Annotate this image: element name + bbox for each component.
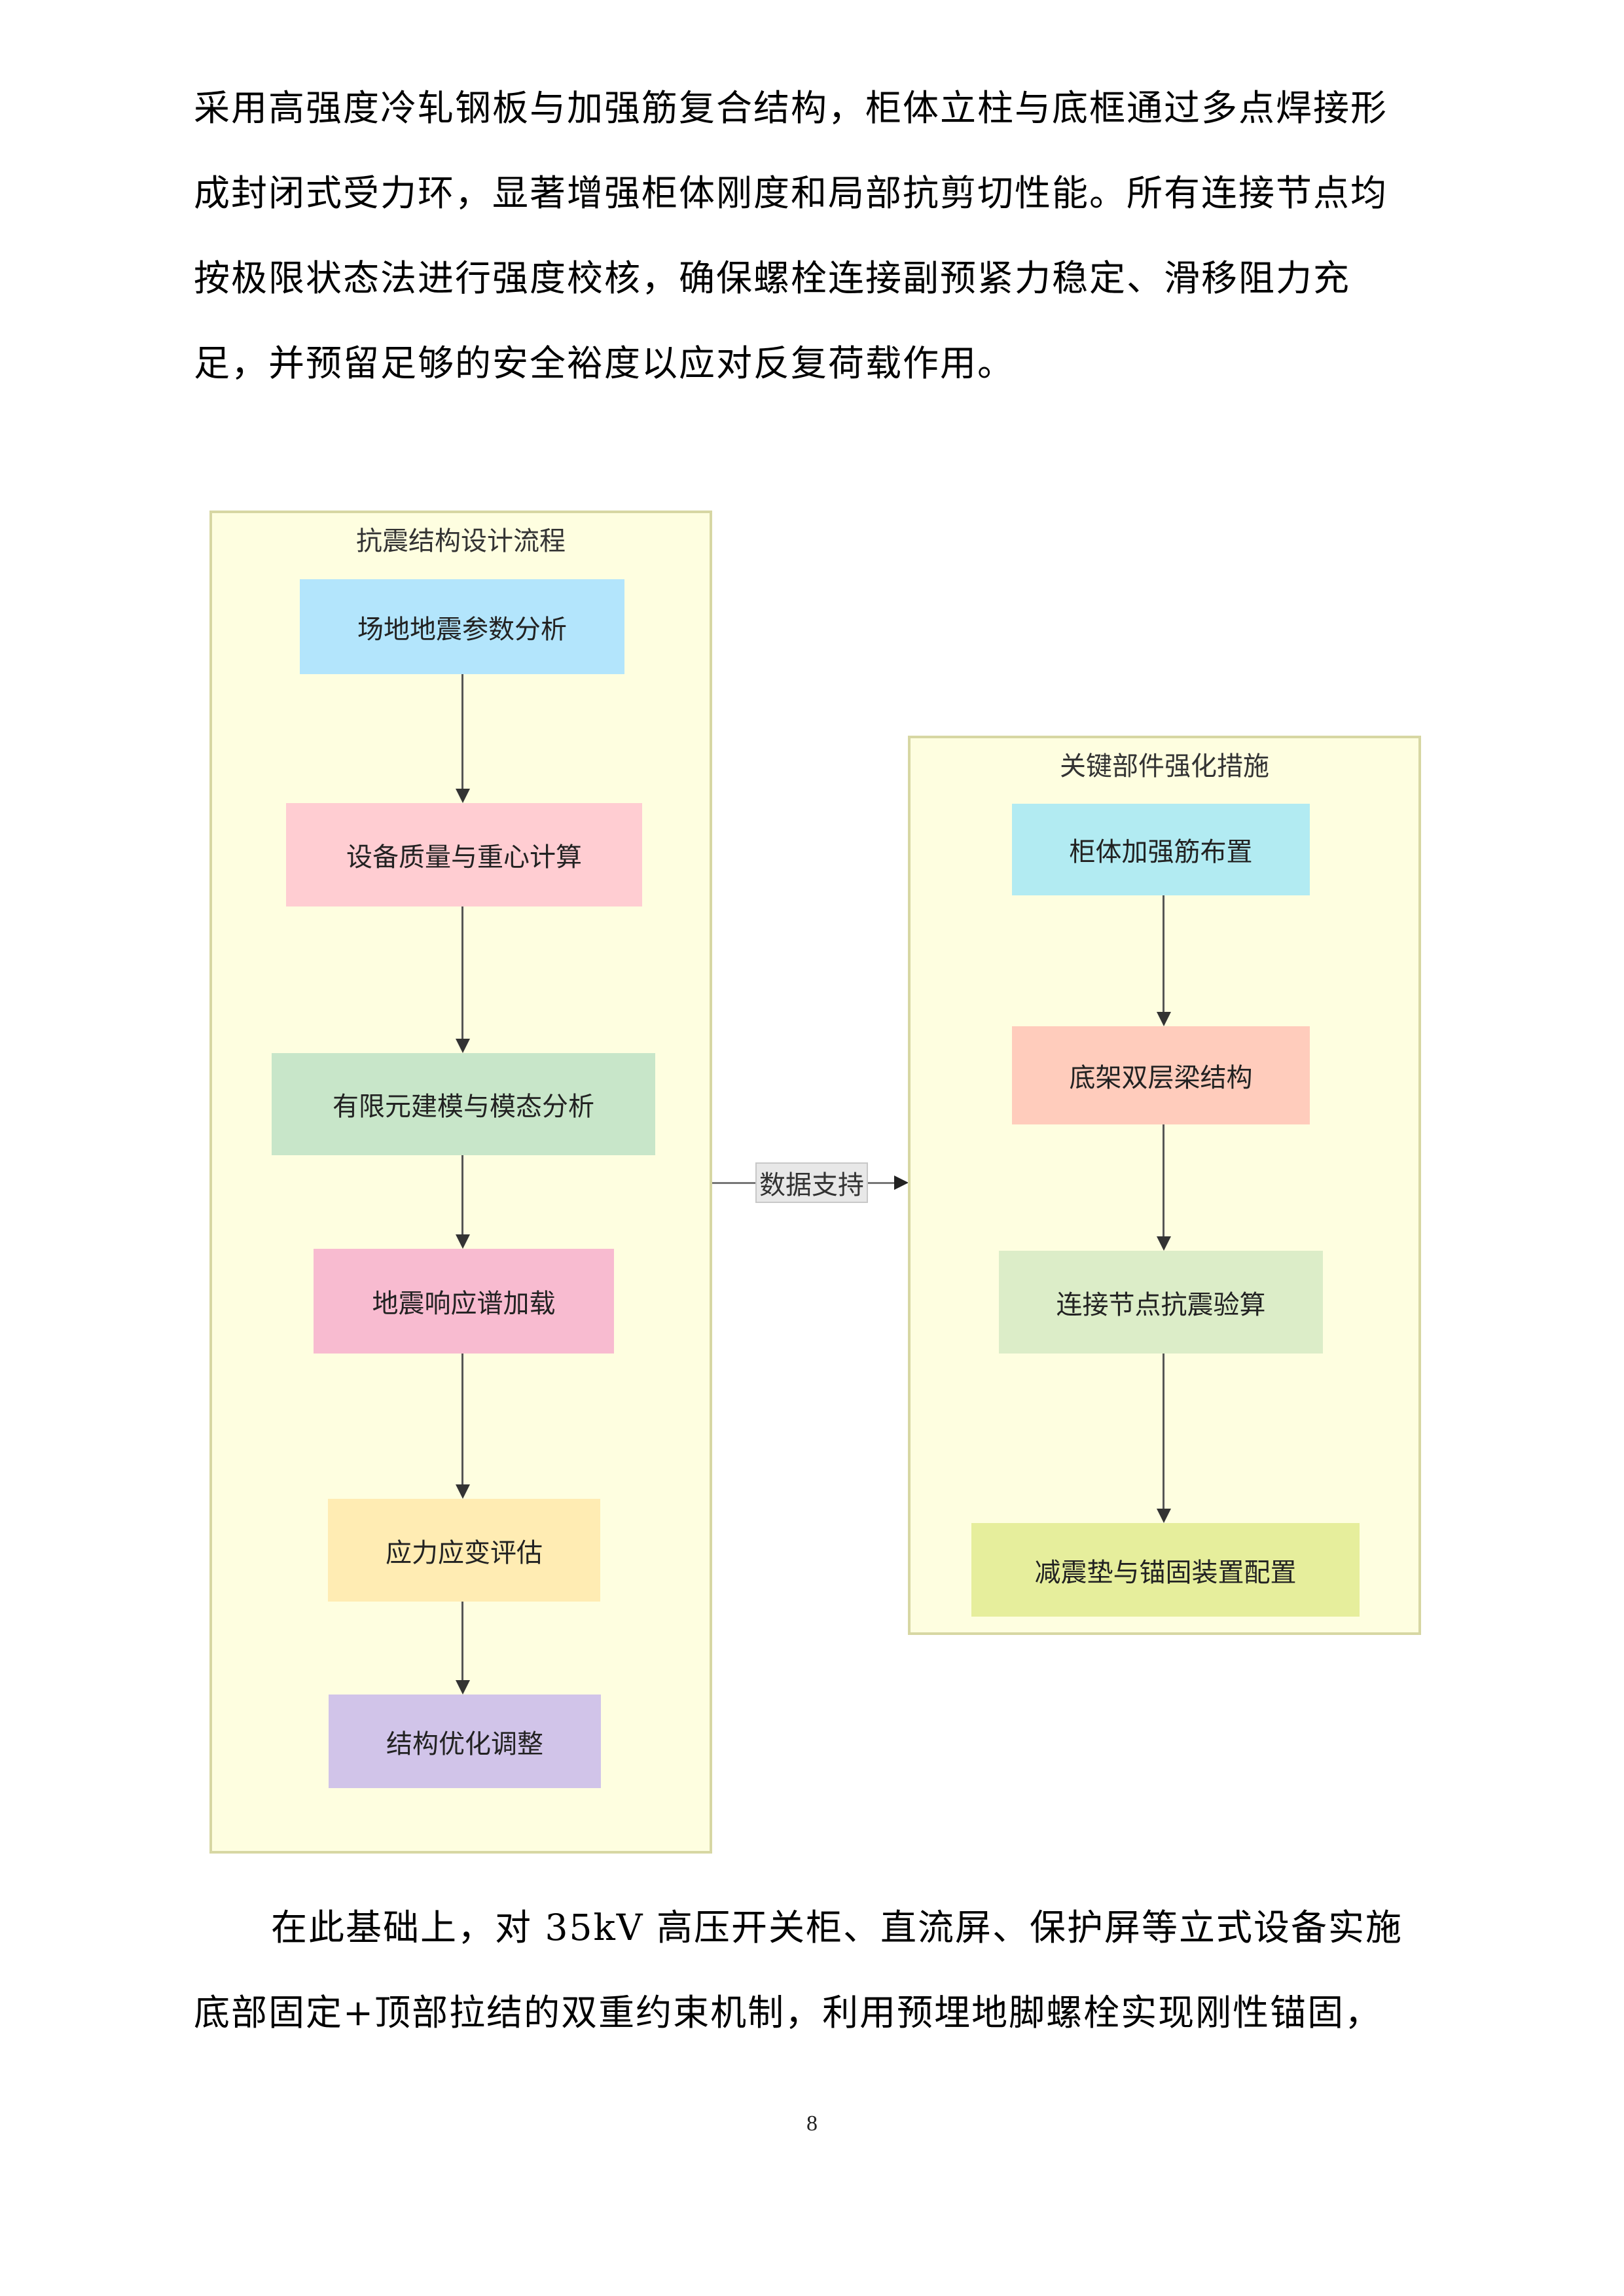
flow-node-site-seismic-params: 场地地震参数分析 bbox=[300, 579, 624, 674]
node-label: 有限元建模与模态分析 bbox=[333, 1092, 594, 1122]
node-label: 减震垫与锚固装置配置 bbox=[1034, 1557, 1297, 1588]
flow-edge bbox=[461, 1354, 463, 1486]
flow-node-cabinet-stiffeners: 柜体加强筋布置 bbox=[1012, 804, 1310, 895]
paragraph-top: 采用高强度冷轧钢板与加强筋复合结构，柜体立柱与底框通过多点焊接形 成封闭式受力环… bbox=[194, 65, 1419, 406]
cluster-title: 抗震结构设计流程 bbox=[356, 526, 566, 556]
flow-edge bbox=[1163, 1354, 1164, 1509]
arrow-down-icon bbox=[456, 1484, 470, 1499]
paragraph-line: 按极限状态法进行强度校核，确保螺栓连接副预紧力稳定、滑移阻力充 bbox=[194, 257, 1351, 299]
arrow-down-icon bbox=[456, 789, 470, 803]
arrow-down-icon bbox=[1157, 1012, 1171, 1026]
page-number: 8 bbox=[806, 2111, 818, 2136]
link-label: 数据支持 bbox=[755, 1162, 868, 1203]
flow-node-structure-optimize: 结构优化调整 bbox=[329, 1695, 601, 1788]
paragraph-line: 足，并预留足够的安全裕度以应对反复荷载作用。 bbox=[194, 342, 1015, 384]
flow-edge bbox=[461, 906, 463, 1039]
flow-edge bbox=[461, 1155, 463, 1235]
flow-edge bbox=[461, 674, 463, 789]
node-label: 结构优化调整 bbox=[386, 1729, 543, 1759]
cluster-seismic-design-flow: 抗震结构设计流程 bbox=[209, 511, 712, 1854]
flow-node-response-spectrum: 地震响应谱加载 bbox=[314, 1249, 614, 1354]
flow-node-joint-check: 连接节点抗震验算 bbox=[999, 1251, 1323, 1354]
flow-edge bbox=[1163, 895, 1164, 1013]
node-label: 应力应变评估 bbox=[386, 1537, 543, 1568]
paragraph-line: 在此基础上，对 35kV 高压开关柜、直流屏、保护屏等立式设备实施 bbox=[271, 1907, 1403, 1948]
arrow-right-icon bbox=[894, 1175, 909, 1190]
node-label: 底架双层梁结构 bbox=[1069, 1063, 1253, 1093]
arrow-down-icon bbox=[456, 1680, 470, 1695]
paragraph-line: 采用高强度冷轧钢板与加强筋复合结构，柜体立柱与底框通过多点焊接形 bbox=[194, 87, 1388, 129]
flow-node-fea-modal: 有限元建模与模态分析 bbox=[272, 1053, 655, 1155]
flow-edge bbox=[1163, 1124, 1164, 1238]
flow-node-stress-strain: 应力应变评估 bbox=[328, 1499, 600, 1602]
cluster-title: 关键部件强化措施 bbox=[1060, 751, 1269, 781]
arrow-down-icon bbox=[456, 1039, 470, 1053]
arrow-down-icon bbox=[456, 1234, 470, 1249]
flow-node-double-beam-base: 底架双层梁结构 bbox=[1012, 1026, 1310, 1124]
paragraph-line: 底部固定+顶部拉结的双重约束机制，利用预埋地脚螺栓实现刚性锚固， bbox=[194, 1992, 1382, 2034]
flow-edge bbox=[461, 1602, 463, 1681]
link-label-text: 数据支持 bbox=[759, 1170, 864, 1200]
flow-node-mass-center-calc: 设备质量与重心计算 bbox=[286, 803, 642, 906]
node-label: 设备质量与重心计算 bbox=[346, 842, 582, 872]
paragraph-bottom: 在此基础上，对 35kV 高压开关柜、直流屏、保护屏等立式设备实施 底部固定+顶… bbox=[194, 1885, 1419, 2055]
arrow-down-icon bbox=[1157, 1236, 1171, 1251]
node-label: 柜体加强筋布置 bbox=[1069, 837, 1253, 867]
node-label: 连接节点抗震验算 bbox=[1056, 1289, 1266, 1320]
node-label: 地震响应谱加载 bbox=[372, 1289, 556, 1319]
flow-node-damping-anchor: 减震垫与锚固装置配置 bbox=[971, 1523, 1360, 1617]
node-label: 场地地震参数分析 bbox=[357, 614, 567, 645]
paragraph-line: 成封闭式受力环，显著增强柜体刚度和局部抗剪切性能。所有连接节点均 bbox=[194, 172, 1388, 214]
arrow-down-icon bbox=[1157, 1509, 1171, 1523]
